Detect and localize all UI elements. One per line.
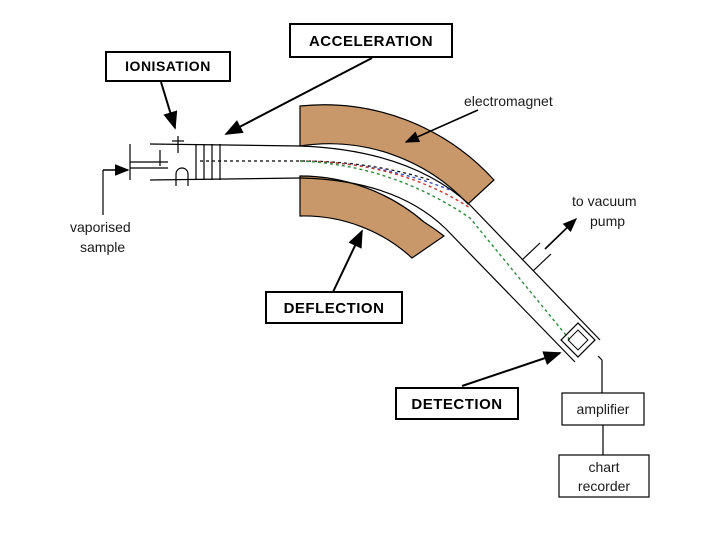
acceleration-plates [195,144,221,180]
ionisation-arrow [160,81,178,130]
deflection-arrow [332,229,363,293]
ion-beam-paths [200,160,571,341]
electromagnet-label: electromagnet [464,93,553,109]
ion-beam-red [299,160,471,209]
ion-beam-green [299,160,571,341]
detection-label-box [395,387,519,420]
detector [560,322,603,393]
chart-recorder-box [558,454,650,498]
ion-beam-black [200,160,431,181]
chart-recorder-label-line1: chart [588,459,619,475]
flight-tube [129,143,601,363]
vaporised-sample-label-line1: vaporised [70,219,131,235]
vacuum-pump-label-line2: pump [590,213,625,229]
deflection-label-box [265,291,403,324]
vacuum-pump-arrow [544,217,578,250]
acceleration-label-box [289,23,453,58]
chart-recorder-label-line2: recorder [578,478,630,494]
ionisation-label: IONISATION [125,58,211,74]
deflection-label: DEFLECTION [284,300,385,317]
amplifier-label: amplifier [577,401,630,417]
vacuum-pump-label-line1: to vacuum [572,193,637,209]
ionisation-chamber [130,136,189,186]
electromagnet-arrow [404,109,479,143]
electromagnet-upper-pole [299,104,495,205]
detection-label: DETECTION [411,396,502,413]
vaporised-sample-label-line2: sample [80,239,125,255]
ionisation-label-box [105,51,231,82]
acceleration-label: ACCELERATION [309,33,433,50]
detection-arrow [461,351,562,387]
acceleration-arrow [224,57,373,135]
